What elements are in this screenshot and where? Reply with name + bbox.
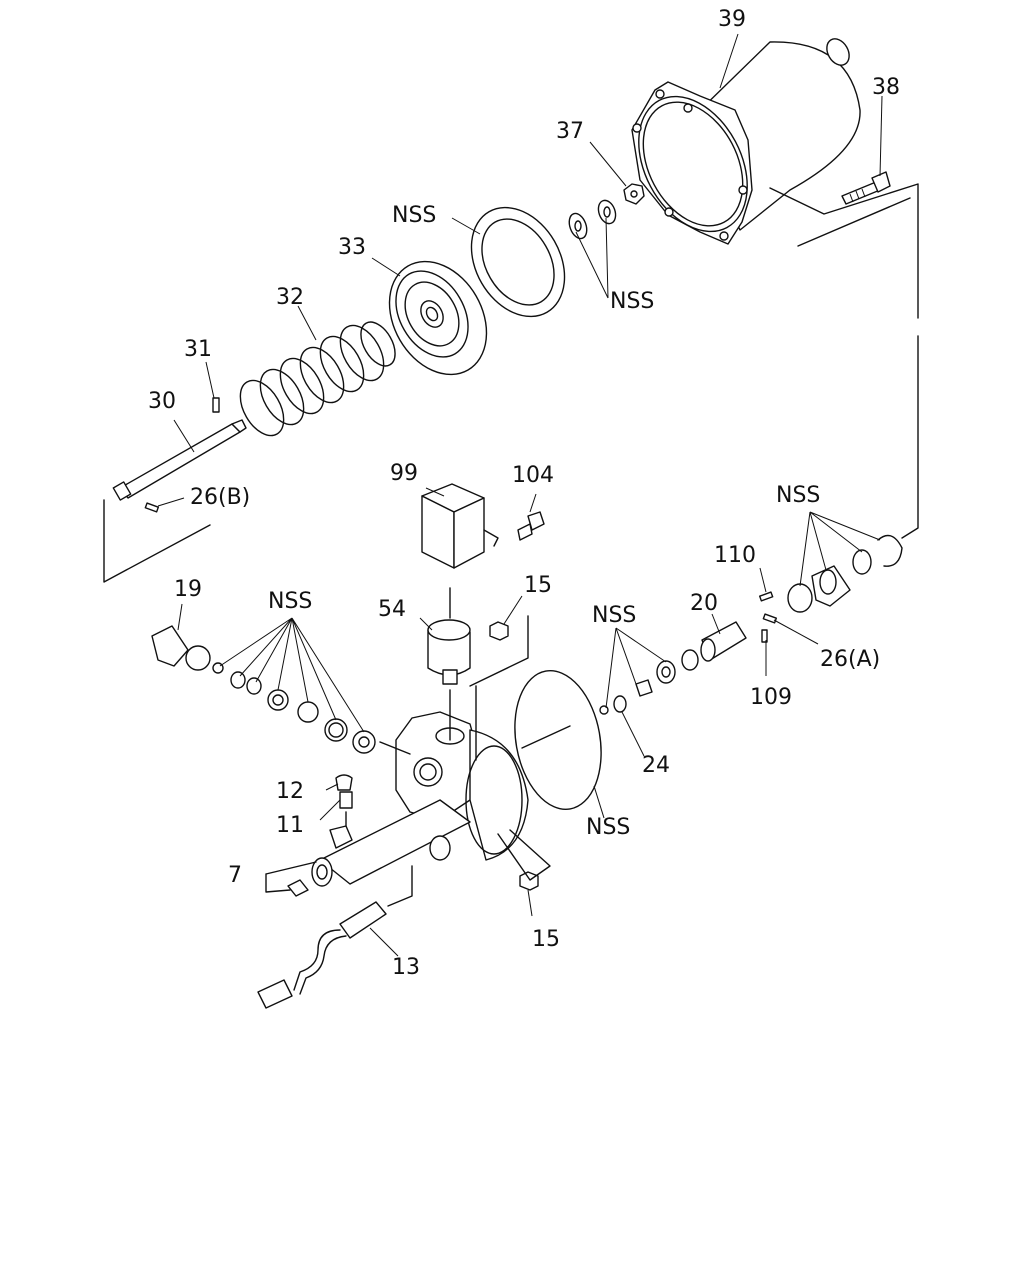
part-110-pin <box>758 591 774 602</box>
part-39-housing <box>631 38 861 245</box>
label-31: 31 <box>184 337 212 362</box>
label-7: 7 <box>228 863 242 888</box>
label-nss-mid: NSS <box>592 603 636 628</box>
valve-body <box>311 711 529 887</box>
connector-lines <box>345 183 919 907</box>
part-33-piston <box>388 260 488 376</box>
part-11-nipple <box>339 791 353 809</box>
part-30-rod <box>112 419 247 501</box>
label-nss-right: NSS <box>776 483 820 508</box>
label-15-bottom: 15 <box>532 927 560 952</box>
part-31-pin <box>212 397 220 413</box>
nss-washers <box>568 199 617 240</box>
nss-left-seals <box>212 662 376 754</box>
label-39: 39 <box>718 7 746 32</box>
part-26b-pin <box>144 502 160 513</box>
part-104-screw <box>517 511 545 541</box>
label-30: 30 <box>148 389 176 414</box>
label-11: 11 <box>276 813 304 838</box>
part-12-plug <box>335 774 353 791</box>
part-13-sensor <box>257 901 387 1009</box>
part-32-spring <box>239 321 396 437</box>
label-15-top: 15 <box>524 573 552 598</box>
label-19: 19 <box>174 577 202 602</box>
part-38-bolt <box>841 171 891 205</box>
label-33: 33 <box>338 235 366 260</box>
nss-mid-seals <box>599 649 699 715</box>
label-nss-left: NSS <box>268 589 312 614</box>
label-24: 24 <box>642 753 670 778</box>
label-nss-gasket: NSS <box>586 815 630 840</box>
label-109: 109 <box>750 685 792 710</box>
label-26b: 26(B) <box>190 485 250 510</box>
label-38: 38 <box>872 75 900 100</box>
label-110: 110 <box>714 543 756 568</box>
part-37-nut <box>623 183 645 205</box>
label-20: 20 <box>690 591 718 616</box>
part-15-nut-top <box>489 621 509 641</box>
label-54: 54 <box>378 597 406 622</box>
label-32: 32 <box>276 285 304 310</box>
label-13: 13 <box>392 955 420 980</box>
part-20-plunger <box>700 621 747 662</box>
part-24-spring <box>613 695 627 713</box>
label-99: 99 <box>390 461 418 486</box>
label-nss-washers: NSS <box>610 289 654 314</box>
label-104: 104 <box>512 463 554 488</box>
part-99-cover <box>421 483 499 569</box>
part-26a-pin <box>762 613 778 624</box>
label-26a: 26(A) <box>820 647 880 672</box>
part-54-switch <box>427 619 471 685</box>
label-12: 12 <box>276 779 304 804</box>
bracket-lines-left <box>103 499 211 583</box>
part-7-plug <box>287 879 309 897</box>
part-109-pin <box>761 629 768 643</box>
nss-seal-ring <box>470 206 566 318</box>
part-labels: 39 38 37 NSS NSS 33 32 31 30 26(B) 99 10… <box>148 7 900 980</box>
leader-lines <box>157 33 883 957</box>
part-19-fitting <box>151 625 211 671</box>
part-15-nut-bottom <box>519 871 539 891</box>
label-nss-seal: NSS <box>392 203 436 228</box>
label-37: 37 <box>556 119 584 144</box>
nss-gasket <box>514 669 602 811</box>
bracket-part-7 <box>265 861 317 893</box>
